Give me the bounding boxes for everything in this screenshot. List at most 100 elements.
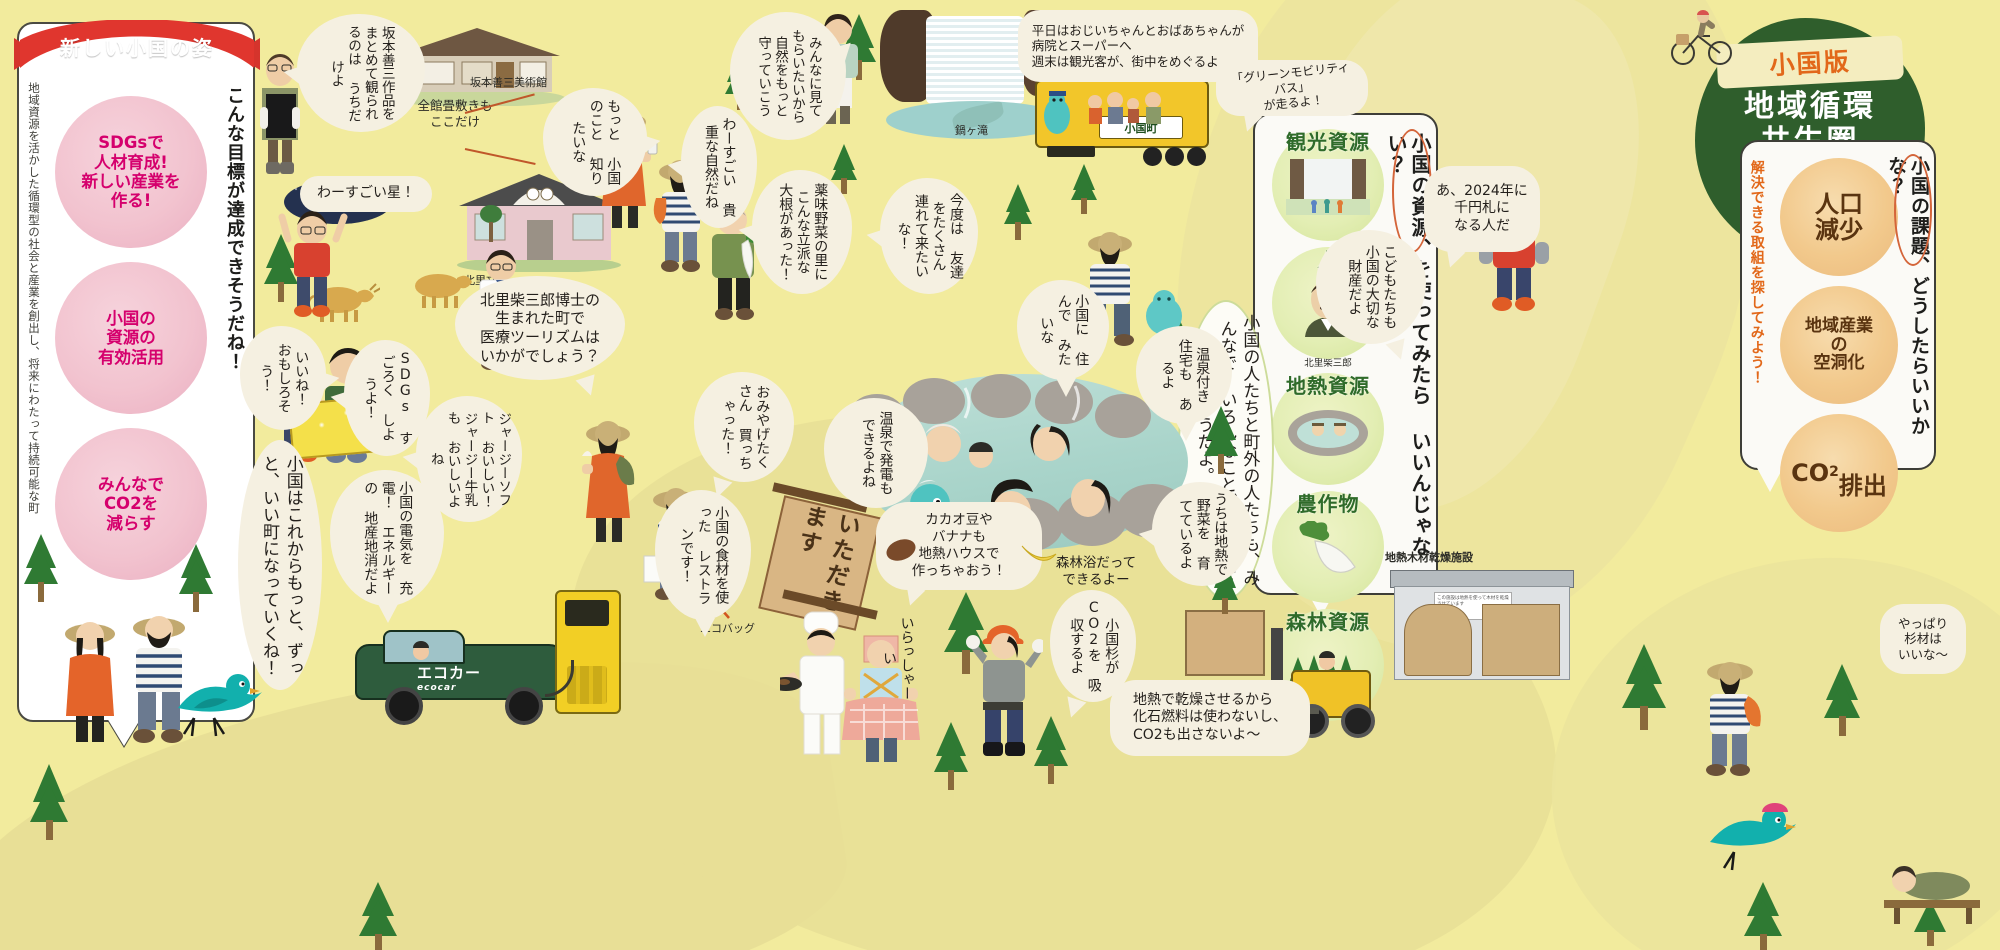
rock xyxy=(971,374,1031,418)
hiker-right xyxy=(1692,650,1768,790)
bubble-shinrinyoku: 森林浴だって できるよー xyxy=(1040,548,1152,596)
bubble-sakamoto: 坂本善三作品を まとめて観られるのは うちだけよ xyxy=(297,14,425,132)
bubble-text: 平日はおじいちゃんとおばあちゃんが 病院とスーパーへ 週末は観光客が、街中をめぐ… xyxy=(1031,22,1245,69)
bubble-text: SDGs すごろく しようよ！ xyxy=(362,351,414,445)
car-wheel xyxy=(505,687,543,725)
tree xyxy=(355,880,401,950)
panel-headline: こんな目標が達成できそうだね！ xyxy=(224,86,245,371)
resource-item-tourism: 観光資源 xyxy=(1272,129,1384,241)
bubble-denki: 小国の電気を 充電！ エネルギーの 地産地消だよ xyxy=(330,470,444,623)
issue-panel-sub: 解決できる取組を探してみよう！ xyxy=(1748,160,1765,385)
banana-icon xyxy=(1021,545,1057,561)
facility-door xyxy=(1482,604,1560,676)
ribbon-label: 新しい小国の姿 xyxy=(60,35,214,60)
tree xyxy=(1030,712,1072,786)
bubble-kore: 小国はこれからもっと、ずっと、いい町になっていくね！ xyxy=(238,440,322,690)
resource-label: 農作物 xyxy=(1296,492,1360,516)
bubble-iine: いいね！ おもしろそう！ xyxy=(240,326,326,430)
bubble-sumitai: 小国に 住んで みたいな xyxy=(1017,280,1109,397)
tree xyxy=(1068,160,1100,216)
bubble-2024: あ、2024年に 千円札に なる人だ xyxy=(1424,166,1540,252)
cyclist xyxy=(1668,8,1738,66)
cliff-left xyxy=(880,10,935,102)
tree xyxy=(1000,180,1036,242)
bubble-text: 「グリーンモビリティバス」 が走るよ！ xyxy=(1230,59,1351,113)
bird-icon xyxy=(1698,798,1808,878)
bubble-sugoroku: SDGs すごろく しようよ！ xyxy=(344,340,430,456)
bubble-text: 小国の食材を使った レストランです！ xyxy=(678,505,730,605)
car-brand-en: ecocar xyxy=(417,683,457,693)
museum-building xyxy=(388,22,566,107)
bubble-text: あ、2024年に 千円札に なる人だ xyxy=(1436,182,1528,234)
bubble-text: ジャージーソフト おいしい！ ジャージー牛乳も おいしいよね xyxy=(427,410,512,508)
cow xyxy=(402,266,480,310)
logo-line1: 地域循環 xyxy=(1744,89,1876,124)
bubble-motto: もっと 小国のこと 知りたいな xyxy=(543,88,647,196)
bubble-text: 森林浴だって できるよー xyxy=(1055,555,1137,588)
waterfall-icon xyxy=(1286,159,1370,215)
bubble-irasshai: いらっしゃーい xyxy=(880,600,915,716)
bubble-uchiha: うちは地熱で 野菜を 育てているよ xyxy=(1152,482,1252,586)
tree xyxy=(20,530,62,604)
resource-item-geothermal: 地熱資源 xyxy=(1272,373,1384,485)
bubble-text: こどもたちも 小国の大切な 財産だよ xyxy=(1346,245,1398,329)
tree xyxy=(175,540,217,614)
ev-charging-station xyxy=(555,590,621,714)
tree xyxy=(26,760,72,842)
bubble-kondo: 今度は 友達をたくさん 連れて来たいな！ xyxy=(880,178,978,294)
bubble-text: 小国に 住んで みたいな xyxy=(1038,294,1090,366)
geothermal-wood-drying-facility: この施設は地熱を使って木材を乾燥させています xyxy=(1390,570,1574,682)
bubble-text: うちは地熱で 野菜を 育てているよ xyxy=(1177,492,1229,576)
tree xyxy=(1200,402,1242,476)
resource-item-crops: 農作物 xyxy=(1272,491,1384,603)
resource-caption: 北里柴三郎 xyxy=(1304,358,1352,369)
stall-lady xyxy=(838,630,924,770)
title-ellipse xyxy=(1894,154,1932,266)
bubble-text: おみやげたくさん 買っちゃった！ xyxy=(719,384,771,470)
chef xyxy=(770,610,864,760)
bubble-text: 薬味野菜の里に こんな立派な 大根があった！ xyxy=(777,183,829,281)
bubble-onsentaku: 温泉付き 住宅も あるよ xyxy=(1136,326,1232,441)
tree xyxy=(1618,640,1670,732)
tree xyxy=(930,718,972,792)
forklift-wheel xyxy=(1341,704,1375,738)
tree xyxy=(1820,660,1864,738)
bubble-kakao: カカオ豆や バナナも 地熱ハウスで 作っちゃおう！ xyxy=(876,502,1042,590)
falling-water xyxy=(926,16,1024,104)
issue-circle-1: 人口減少 xyxy=(1780,158,1898,276)
forest-guide xyxy=(965,620,1046,760)
bubble-text: カカオ豆や バナナも 地熱ハウスで 作っちゃおう！ xyxy=(911,512,1007,579)
bubble-yakumi: 薬味野菜の里に こんな立派な 大根があった！ xyxy=(752,170,852,294)
pointer-line xyxy=(464,148,536,165)
villager-woman xyxy=(52,610,128,752)
tree xyxy=(1908,898,1952,950)
bubble-text: みんなに見て もらいたいから 自然をもっと 守っていこう xyxy=(755,28,822,124)
bubble-text: わーすごい星！ xyxy=(317,185,415,202)
tatami-note-text: 全館畳敷きも ここだけ xyxy=(417,98,493,129)
lumber-stack xyxy=(1185,610,1265,676)
bubble-kodomo: こどもたちも 小国の大切な 財産だよ xyxy=(1316,230,1426,344)
bubble-text: 温泉で発電も できるよね xyxy=(860,411,894,495)
bubble-text: 坂本善三作品を まとめて観られるのは うちだけよ xyxy=(328,24,395,122)
curator-person xyxy=(246,52,314,177)
panel-side-note: 地域資源を活かした循環型の社会と産業を創出し、将来にわたって持続可能な町 xyxy=(26,82,41,514)
bus-wheel xyxy=(1187,147,1206,166)
charger-display xyxy=(565,600,609,626)
new-oguni-panel: 新しい小国の姿 SDGsで人材育成!新しい産業を作る! 小国の資源の有効活用 み… xyxy=(14,20,260,746)
car-brand-jp: エコカー xyxy=(417,664,482,682)
bubble-text: 小国はこれからもっと、ずっと、いい町になっていくね！ xyxy=(259,454,303,676)
boy-stargazing xyxy=(278,205,348,320)
tree xyxy=(260,230,302,304)
museum-label: 坂本善三美術館 xyxy=(470,76,547,89)
bubble-chinetsu: 地熱で乾燥させるから 化石燃料は使わないし、 CO2も出さないよ〜 xyxy=(1110,680,1310,756)
resource-label: 森林資源 xyxy=(1286,610,1370,634)
bubble-text: 小国の電気を 充電！ エネルギーの 地産地消だよ xyxy=(362,481,414,595)
bubble-text: わーすごい 貴重な自然だね xyxy=(703,117,737,217)
facility-door xyxy=(1404,604,1472,676)
daikon-icon xyxy=(1299,521,1356,573)
resource-label: 地熱資源 xyxy=(1286,374,1370,398)
rock xyxy=(1095,394,1151,438)
